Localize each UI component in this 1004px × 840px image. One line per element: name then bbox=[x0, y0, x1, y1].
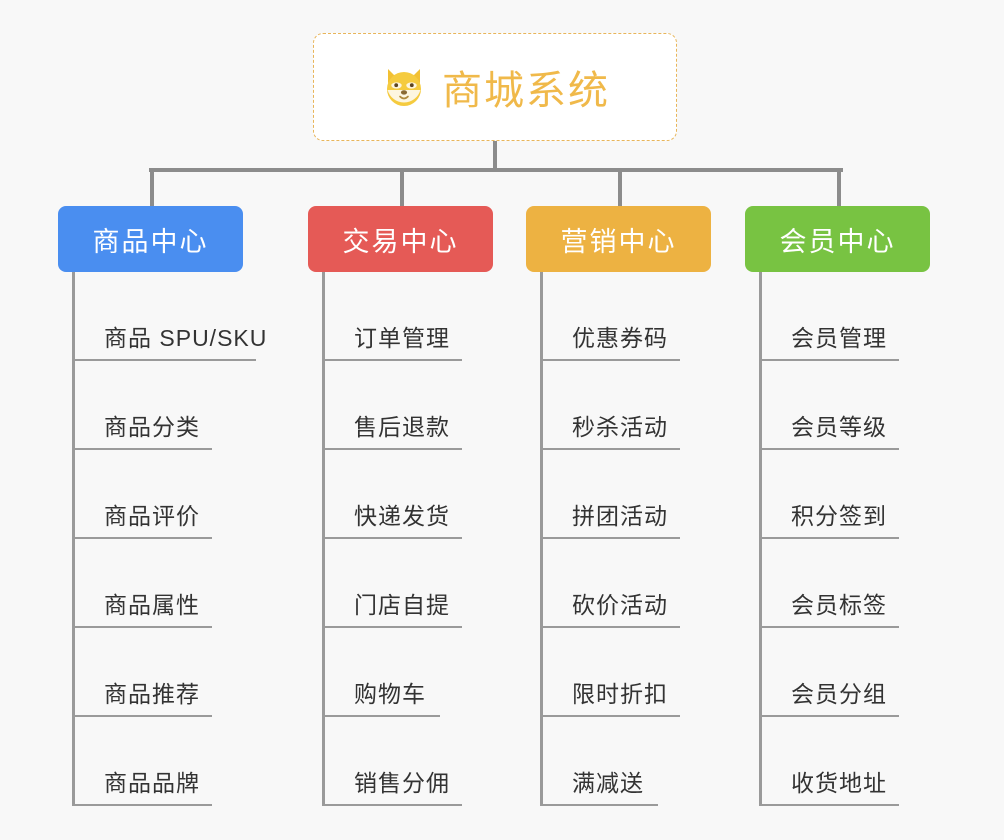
leaf-item-label: 会员等级 bbox=[791, 414, 887, 440]
leaf-item-label: 快递发货 bbox=[354, 503, 450, 529]
leaf-item[interactable]: 商品属性 bbox=[72, 539, 287, 628]
leaf-item-rule bbox=[322, 804, 462, 806]
leaf-column-3: 优惠券码秒杀活动拼团活动砍价活动限时折扣满减送 bbox=[540, 272, 715, 806]
category-node-2[interactable]: 交易中心 bbox=[308, 206, 493, 272]
leaf-item-label: 积分签到 bbox=[791, 503, 887, 529]
leaf-item-label: 商品属性 bbox=[104, 592, 200, 618]
leaf-item-rule bbox=[540, 715, 680, 717]
leaf-item-label: 商品分类 bbox=[104, 414, 200, 440]
leaf-item[interactable]: 收货地址 bbox=[759, 717, 934, 806]
leaf-spine bbox=[72, 272, 75, 806]
leaf-item-rule bbox=[72, 626, 212, 628]
leaf-item-rule bbox=[322, 537, 462, 539]
leaf-item-rule bbox=[540, 537, 680, 539]
leaf-item-label: 砍价活动 bbox=[572, 592, 668, 618]
leaf-item-rule bbox=[759, 715, 899, 717]
root-node-label: 商城系统 bbox=[442, 69, 610, 113]
leaf-spine bbox=[759, 272, 762, 806]
leaf-item-label: 拼团活动 bbox=[572, 503, 668, 529]
leaf-item-rule bbox=[540, 626, 680, 628]
leaf-item[interactable]: 会员标签 bbox=[759, 539, 934, 628]
leaf-item-label: 秒杀活动 bbox=[572, 414, 668, 440]
leaf-item-rule bbox=[322, 448, 462, 450]
leaf-item[interactable]: 商品评价 bbox=[72, 450, 287, 539]
leaf-column-1: 商品 SPU/SKU 商品分类商品评价商品属性商品推荐商品品牌 bbox=[72, 272, 287, 806]
leaf-item-label: 优惠券码 bbox=[572, 325, 668, 351]
leaf-item-rule bbox=[759, 359, 899, 361]
leaf-item-label: 购物车 bbox=[354, 681, 426, 707]
leaf-item-rule bbox=[72, 537, 212, 539]
connector-drop-2 bbox=[400, 168, 404, 206]
leaf-item[interactable]: 秒杀活动 bbox=[540, 361, 715, 450]
leaf-item[interactable]: 满减送 bbox=[540, 717, 715, 806]
category-node-label: 会员中心 bbox=[779, 226, 896, 257]
leaf-item[interactable]: 销售分佣 bbox=[322, 717, 497, 806]
leaf-item-rule bbox=[72, 448, 212, 450]
leaf-spine bbox=[322, 272, 325, 806]
category-node-label: 商品中心 bbox=[92, 226, 209, 257]
leaf-item[interactable]: 会员管理 bbox=[759, 272, 934, 361]
category-node-label: 营销中心 bbox=[560, 226, 677, 257]
category-node-4[interactable]: 会员中心 bbox=[745, 206, 930, 272]
leaf-item-label: 商品推荐 bbox=[104, 681, 200, 707]
category-node-1[interactable]: 商品中心 bbox=[58, 206, 243, 272]
connector-horizontal-bus bbox=[149, 168, 843, 172]
leaf-item-label: 商品品牌 bbox=[104, 770, 200, 796]
leaf-item-rule bbox=[322, 626, 462, 628]
connector-drop-3 bbox=[618, 168, 622, 206]
leaf-item-label: 会员管理 bbox=[791, 325, 887, 351]
root-node-mall-system[interactable]: 商城系统 bbox=[313, 33, 677, 141]
leaf-spine bbox=[540, 272, 543, 806]
leaf-item[interactable]: 商品分类 bbox=[72, 361, 287, 450]
leaf-item[interactable]: 门店自提 bbox=[322, 539, 497, 628]
leaf-item[interactable]: 会员等级 bbox=[759, 361, 934, 450]
leaf-item-label: 限时折扣 bbox=[572, 681, 668, 707]
leaf-item-rule bbox=[759, 537, 899, 539]
leaf-item[interactable]: 积分签到 bbox=[759, 450, 934, 539]
leaf-item[interactable]: 商品推荐 bbox=[72, 628, 287, 717]
leaf-item-rule bbox=[72, 359, 256, 361]
leaf-item[interactable]: 优惠券码 bbox=[540, 272, 715, 361]
leaf-item-rule bbox=[72, 715, 212, 717]
connector-root-stem bbox=[493, 141, 497, 170]
leaf-item-rule bbox=[72, 804, 212, 806]
leaf-item[interactable]: 购物车 bbox=[322, 628, 497, 717]
leaf-item-rule bbox=[540, 448, 680, 450]
category-node-label: 交易中心 bbox=[342, 226, 459, 257]
leaf-item-label: 收货地址 bbox=[791, 770, 887, 796]
leaf-item-rule bbox=[540, 359, 680, 361]
leaf-item-label: 售后退款 bbox=[354, 414, 450, 440]
leaf-item-rule bbox=[759, 448, 899, 450]
leaf-item[interactable]: 限时折扣 bbox=[540, 628, 715, 717]
leaf-item-label: 门店自提 bbox=[354, 592, 450, 618]
leaf-item[interactable]: 售后退款 bbox=[322, 361, 497, 450]
leaf-item-rule bbox=[759, 804, 899, 806]
leaf-column-4: 会员管理会员等级积分签到会员标签会员分组收货地址 bbox=[759, 272, 934, 806]
leaf-item-label: 商品评价 bbox=[104, 503, 200, 529]
leaf-item-label: 订单管理 bbox=[354, 325, 450, 351]
leaf-item-label: 满减送 bbox=[572, 770, 644, 796]
leaf-item-rule bbox=[322, 359, 462, 361]
leaf-item-label: 销售分佣 bbox=[354, 770, 450, 796]
leaf-item-rule bbox=[322, 715, 440, 717]
connector-drop-1 bbox=[150, 168, 154, 206]
shiba-inu-dog-face-icon bbox=[380, 63, 428, 111]
leaf-item[interactable]: 砍价活动 bbox=[540, 539, 715, 628]
leaf-item[interactable]: 快递发货 bbox=[322, 450, 497, 539]
leaf-item[interactable]: 会员分组 bbox=[759, 628, 934, 717]
category-node-3[interactable]: 营销中心 bbox=[526, 206, 711, 272]
leaf-item[interactable]: 商品 SPU/SKU bbox=[72, 272, 287, 361]
leaf-item-rule bbox=[759, 626, 899, 628]
leaf-item-label: 会员标签 bbox=[791, 592, 887, 618]
leaf-item-label: 会员分组 bbox=[791, 681, 887, 707]
leaf-item-rule bbox=[540, 804, 658, 806]
leaf-item-label: 商品 SPU/SKU bbox=[104, 325, 268, 351]
leaf-item[interactable]: 拼团活动 bbox=[540, 450, 715, 539]
connector-drop-4 bbox=[837, 168, 841, 206]
leaf-item[interactable]: 商品品牌 bbox=[72, 717, 287, 806]
leaf-column-2: 订单管理售后退款快递发货门店自提购物车销售分佣 bbox=[322, 272, 497, 806]
leaf-item[interactable]: 订单管理 bbox=[322, 272, 497, 361]
